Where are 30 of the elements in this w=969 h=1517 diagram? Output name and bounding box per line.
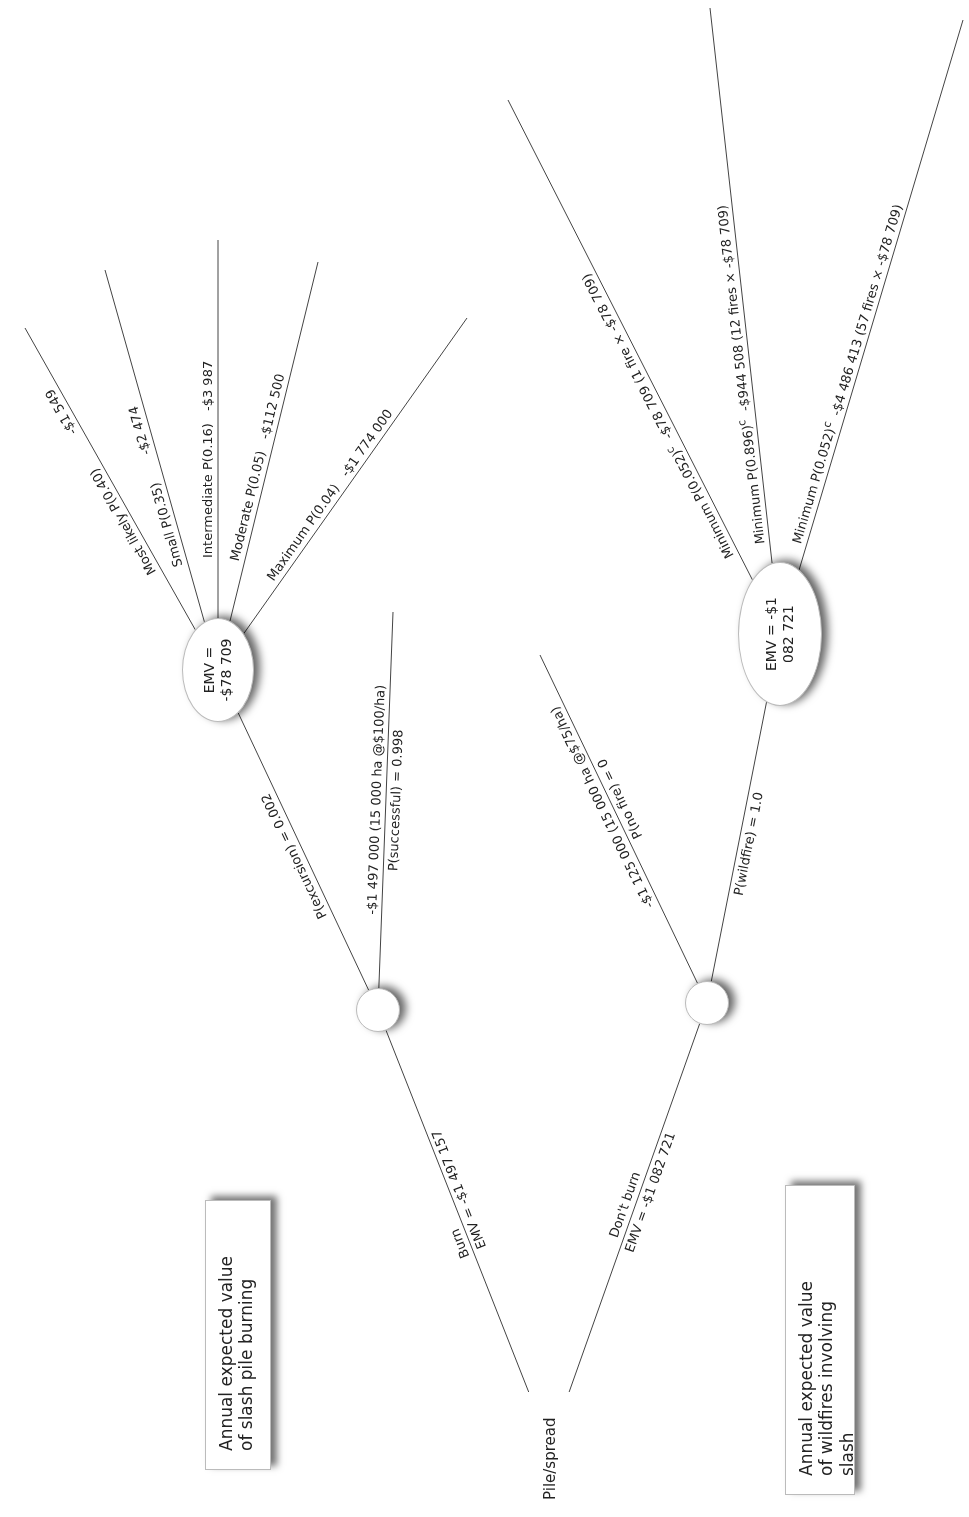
branch-line xyxy=(217,239,219,619)
branch-line xyxy=(507,99,753,581)
value-label: -$944 508 (12 fires × -$78 709) xyxy=(714,204,753,413)
branch-line xyxy=(24,327,196,631)
note-box: Annual expected value of slash pile burning xyxy=(205,1200,271,1470)
branch-line xyxy=(568,1023,701,1393)
value-label: -$1 497 000 (15 000 ha @$100/ha) xyxy=(364,684,388,915)
branch-line xyxy=(378,611,394,989)
branch-line xyxy=(539,654,698,984)
chance-node-circle xyxy=(356,988,400,1032)
note-box: Annual expected value of wildfires involving slash xyxy=(785,1185,855,1495)
edge-label: P(successful) = 0.998 xyxy=(385,729,407,872)
value-label: -$4 486 413 (57 fires × -$78 709) xyxy=(827,201,906,417)
branch-line xyxy=(798,19,964,571)
value-label: -$1 549 xyxy=(42,386,81,439)
branch-line xyxy=(229,261,319,622)
emv-ellipse: EMV = -$1 082 721 xyxy=(738,562,822,706)
branch-line xyxy=(104,269,205,623)
value-label: -$3 987 xyxy=(200,360,216,411)
emv-ellipse: EMV = -$78 709 xyxy=(182,618,254,722)
value-label: -$2 474 xyxy=(125,403,155,457)
node-label: Pile/spread xyxy=(525,1392,575,1500)
branch-line xyxy=(385,1029,530,1393)
value-label: -$78 709 (1 fire × -$78 709) xyxy=(578,270,677,442)
branch-line xyxy=(709,7,773,564)
edge-label: Intermediate P(0.16) xyxy=(200,423,216,558)
branch-line xyxy=(710,701,767,982)
value-label: -$112 500 xyxy=(256,372,288,441)
chance-node-circle xyxy=(685,981,729,1025)
branch-line xyxy=(243,317,468,635)
